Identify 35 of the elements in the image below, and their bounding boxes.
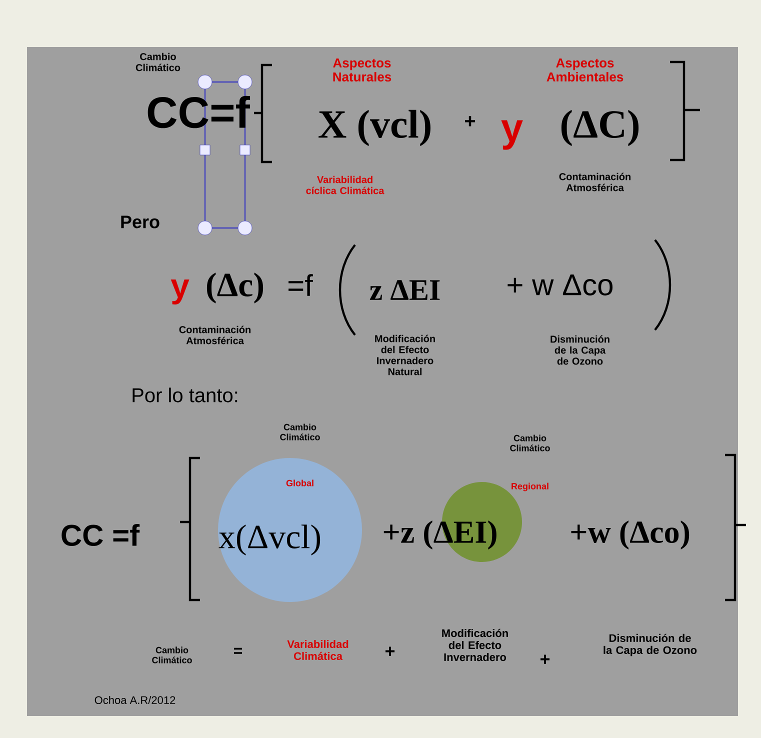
annotation-text: Ochoa A.R/2012	[94, 696, 176, 704]
annotation-text: Por lo tanto:	[132, 388, 238, 402]
annotation-text: Regional	[512, 482, 548, 492]
annotation-text: Variabilidad cíclica Climática	[306, 176, 384, 194]
annotation-text: Aspectos Ambientales	[546, 58, 624, 82]
operator-sign: +	[465, 116, 476, 126]
operator-sign: =	[234, 648, 242, 654]
annotation-text: Disminución de la Capa de Ozono	[604, 634, 697, 656]
formula-text: =f	[288, 274, 313, 296]
formula-text: X (vcl)	[318, 110, 430, 146]
formula-text: x(Δvcl)	[218, 524, 320, 556]
annotation-text: Variabilidad Climática	[287, 640, 348, 660]
annotation-text: Modificación del Efecto Invernadero	[442, 628, 508, 662]
annotation-text: Contaminación Atmosférica	[179, 326, 250, 344]
formula-text: y	[501, 120, 523, 150]
annotation-text: Aspectos Naturales	[333, 58, 392, 82]
operator-sign: +	[540, 654, 550, 664]
formula-text: + w Δco	[508, 274, 613, 296]
annotation-text: Pero	[121, 216, 160, 228]
annotation-text: Cambio Climático	[280, 424, 320, 440]
annotation-text: Global	[286, 480, 314, 486]
formula-text: (ΔC)	[561, 110, 639, 146]
formula-text: y	[170, 280, 190, 304]
operator-sign: +	[386, 646, 395, 656]
annotation-text: Cambio Climático	[152, 646, 192, 664]
formula-text: (Δc)	[206, 272, 264, 304]
annotation-text: Modificación del Efecto Invernadero Natural	[375, 334, 435, 376]
annotation-text: Contaminación Atmosférica	[559, 172, 630, 192]
formula-text: z ΔEI	[370, 280, 440, 300]
formula-text: CC =f	[62, 524, 140, 546]
annotation-text: Cambio Climático	[510, 434, 550, 452]
annotation-text: Disminución de la Capa de Ozono	[550, 335, 610, 365]
annotation-text: Cambio Climático	[136, 52, 180, 72]
circle	[218, 458, 362, 602]
formula-text: +w (Δco)	[571, 520, 690, 550]
